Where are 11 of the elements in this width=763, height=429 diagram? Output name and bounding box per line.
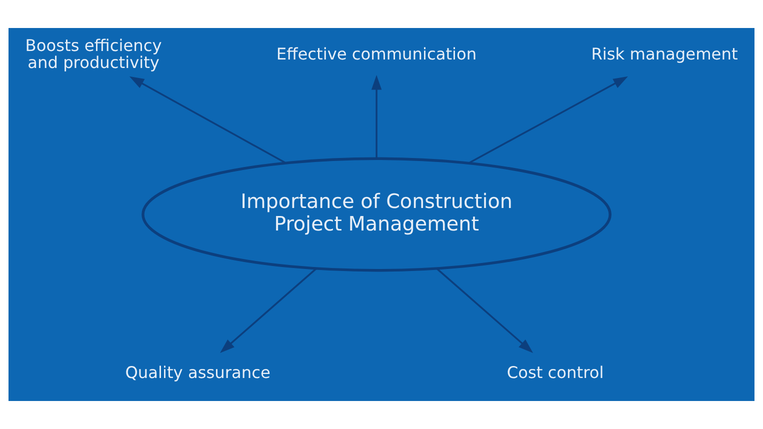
arrow xyxy=(220,268,317,353)
arrow xyxy=(436,268,534,353)
arrow xyxy=(129,76,286,164)
node-ellipse: Importance of Construction Project Management xyxy=(142,157,612,272)
node-text: Quality assurance xyxy=(125,362,270,382)
node-text: Risk management xyxy=(591,44,738,64)
node-text: Boosts efficiency and productivity xyxy=(25,36,162,72)
arrow xyxy=(371,75,382,158)
node-text: Cost control xyxy=(506,362,604,382)
node-text: Effective communication xyxy=(276,44,477,64)
arrow xyxy=(468,76,628,164)
